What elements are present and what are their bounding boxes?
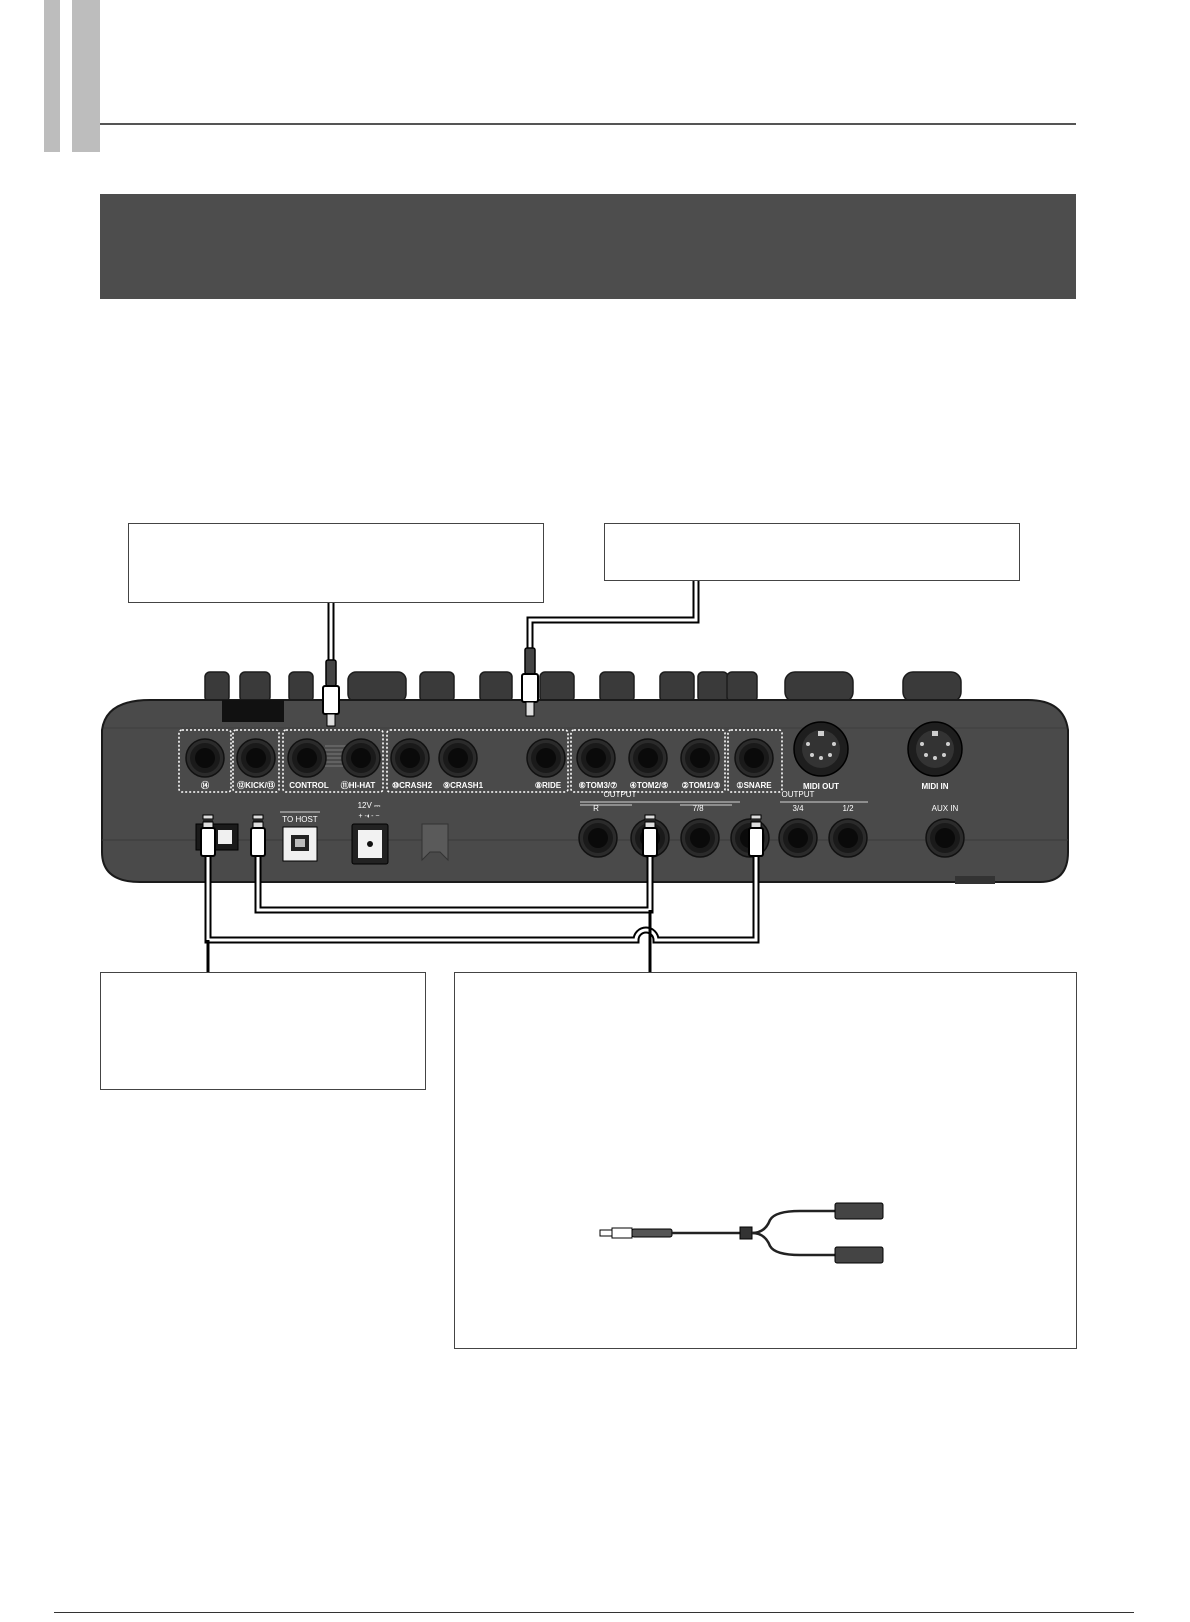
label-jack-snare: ①SNARE bbox=[736, 781, 772, 790]
midi-out-label: MIDI OUT bbox=[803, 782, 839, 791]
plug-output-l bbox=[642, 814, 658, 857]
output-label-left: OUTPUT bbox=[604, 790, 637, 799]
jack-tom2 bbox=[628, 738, 668, 778]
input-jack-labels: ⑭ ⑫KICK/⑬ CONTROL ⑪HI-HAT ⑩CRASH2 ⑨CRASH… bbox=[201, 780, 772, 790]
callout-box-ride-pad bbox=[604, 523, 1020, 581]
label-jack-control: CONTROL bbox=[289, 781, 329, 790]
power-label: 12V ⎓ bbox=[358, 801, 381, 810]
label-jack-tom2: ④TOM2/⑤ bbox=[630, 781, 669, 790]
callout-box-hihat-controller bbox=[128, 523, 544, 603]
label-jack-kick: ⑫KICK/⑬ bbox=[237, 780, 275, 790]
aux-in-label: AUX IN bbox=[932, 804, 959, 813]
label-jack-crash2: ⑩CRASH2 bbox=[392, 781, 433, 790]
label-jack-ride: ⑧RIDE bbox=[535, 781, 562, 790]
jack-output-r bbox=[578, 818, 618, 858]
midi-in-socket bbox=[907, 721, 963, 777]
jack-output-12 bbox=[828, 818, 868, 858]
jack-control bbox=[287, 738, 327, 778]
ride-pad-cable bbox=[521, 581, 700, 717]
hi-hat-controller-label-patch bbox=[222, 700, 284, 722]
jack-tom3 bbox=[576, 738, 616, 778]
jack-output-78-a bbox=[680, 818, 720, 858]
plug-output-78 bbox=[748, 814, 764, 857]
output-34-label: 3/4 bbox=[792, 804, 804, 813]
output-label-right: OUTPUT bbox=[782, 790, 815, 799]
jack-crash2 bbox=[390, 738, 430, 778]
top-knobs bbox=[204, 671, 962, 703]
section-banner bbox=[100, 194, 1076, 299]
chapter-tab-inner bbox=[72, 0, 100, 152]
jack-kick bbox=[236, 738, 276, 778]
label-jack-14: ⑭ bbox=[201, 780, 209, 790]
jack-ride bbox=[526, 738, 566, 778]
callout-box-y-cable bbox=[454, 972, 1077, 1349]
jack-crash1 bbox=[438, 738, 478, 778]
label-jack-tom3: ⑥TOM3/⑦ bbox=[579, 781, 618, 790]
jack-snare bbox=[734, 738, 774, 778]
footer-rule bbox=[54, 1612, 1134, 1613]
output-12-label: 1/2 bbox=[842, 804, 854, 813]
plug-jack-kick bbox=[250, 814, 266, 857]
output-r-label: R bbox=[593, 804, 599, 813]
power-polarity-label: + -◐- − bbox=[359, 813, 380, 820]
y-cable-illustration bbox=[599, 1202, 884, 1264]
header-rule bbox=[100, 123, 1076, 125]
usb-to-host-port bbox=[282, 826, 318, 862]
output-78-label: 7/8 bbox=[692, 804, 704, 813]
midi-in-label: MIDI IN bbox=[921, 782, 948, 791]
lower-cables bbox=[204, 855, 760, 972]
jack-output-34 bbox=[778, 818, 818, 858]
midi-out-socket bbox=[793, 721, 849, 777]
jack-14 bbox=[185, 738, 225, 778]
label-jack-hi-hat: ⑪HI-HAT bbox=[341, 780, 376, 790]
callout-box-trigger-inputs bbox=[100, 972, 426, 1090]
dc-in-port bbox=[351, 823, 389, 865]
jack-tom1 bbox=[680, 738, 720, 778]
jack-hi-hat bbox=[341, 738, 381, 778]
plug-jack-14 bbox=[200, 814, 216, 857]
chapter-tab-outer bbox=[44, 0, 60, 152]
to-host-label: TO HOST bbox=[282, 815, 318, 824]
label-jack-crash1: ⑨CRASH1 bbox=[443, 781, 484, 790]
label-jack-tom1: ②TOM1/③ bbox=[682, 781, 721, 790]
hihat-controller-cable bbox=[322, 603, 340, 727]
jack-aux-in bbox=[925, 818, 965, 858]
cable-hook bbox=[421, 823, 449, 862]
